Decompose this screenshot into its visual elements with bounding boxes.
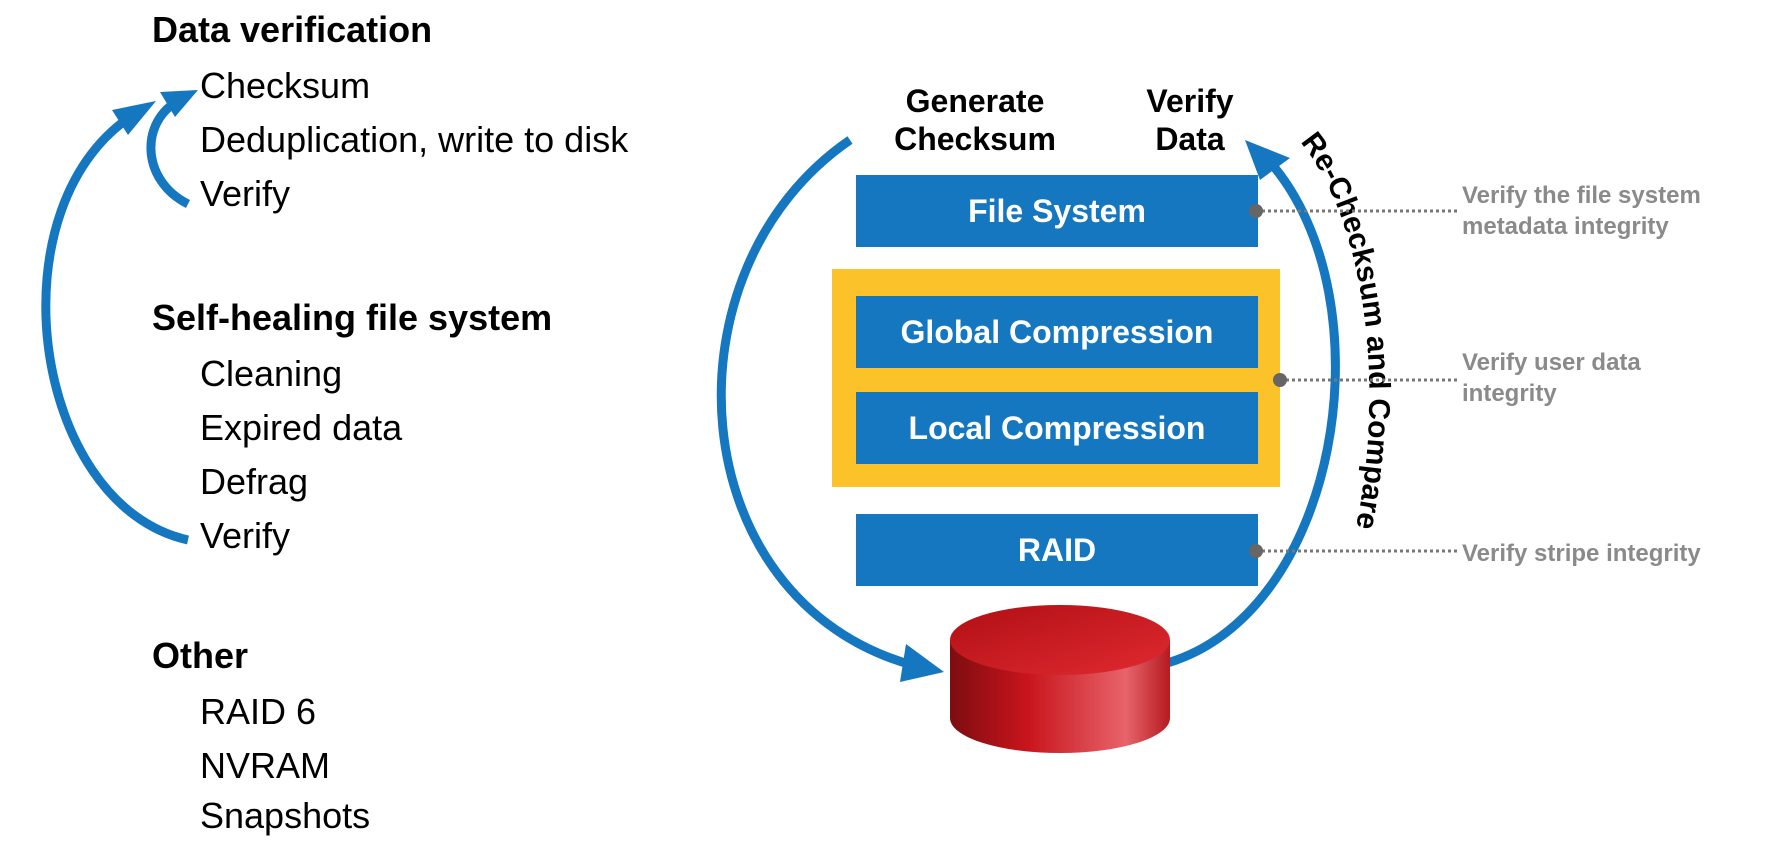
item-expired-data: Expired data xyxy=(200,407,403,448)
note-file-system: Verify the file system metadata integrit… xyxy=(1462,180,1701,242)
data-verification-loop-arrow xyxy=(146,90,198,209)
raid-block: RAID xyxy=(856,514,1258,586)
item-raid6: RAID 6 xyxy=(200,691,317,732)
global-compression-block: Global Compression xyxy=(856,296,1258,368)
item-snapshots: Snapshots xyxy=(200,795,371,836)
generate-label-line2: Checksum xyxy=(894,121,1056,157)
generate-checksum-label: Generate Checksum xyxy=(860,82,1090,158)
generate-label-line1: Generate xyxy=(905,83,1045,119)
item-defrag: Defrag xyxy=(200,461,309,502)
re-checksum-label-path: Re-Checksum and Compare xyxy=(1295,126,1396,532)
heading-other: Other xyxy=(152,635,249,676)
verify-label-line2: Data xyxy=(1155,121,1225,157)
heading-self-healing: Self-healing file system xyxy=(152,297,553,338)
verify-label-line1: Verify xyxy=(1146,83,1234,119)
self-healing-loop-arrow xyxy=(41,101,189,545)
item-verify-2: Verify xyxy=(200,515,291,556)
verify-data-label: Verify Data xyxy=(1115,82,1265,158)
item-deduplication: Deduplication, write to disk xyxy=(200,119,629,160)
file-system-block: File System xyxy=(856,175,1258,247)
write-path-arrow xyxy=(716,136,944,682)
connector-stripe xyxy=(1249,544,1458,558)
item-nvram: NVRAM xyxy=(200,745,331,786)
connector-file-system xyxy=(1249,204,1458,218)
disk-icon xyxy=(950,605,1170,753)
heading-data-verification: Data verification xyxy=(152,9,433,50)
item-checksum: Checksum xyxy=(200,65,371,106)
note-stripe: Verify stripe integrity xyxy=(1462,540,1701,567)
item-cleaning: Cleaning xyxy=(200,353,343,394)
note-user-data-line1: Verify user data xyxy=(1462,349,1641,376)
note-file-system-line1: Verify the file system xyxy=(1462,182,1701,209)
note-user-data-line2: integrity xyxy=(1462,380,1557,407)
note-user-data: Verify user data integrity xyxy=(1462,347,1641,409)
item-verify-1: Verify xyxy=(200,173,291,214)
connector-user-data xyxy=(1273,373,1458,387)
re-checksum-label: Re-Checksum and Compare xyxy=(1295,126,1396,532)
local-compression-block: Local Compression xyxy=(856,392,1258,464)
read-verify-arrow xyxy=(1158,140,1340,670)
note-file-system-line2: metadata integrity xyxy=(1462,213,1669,240)
